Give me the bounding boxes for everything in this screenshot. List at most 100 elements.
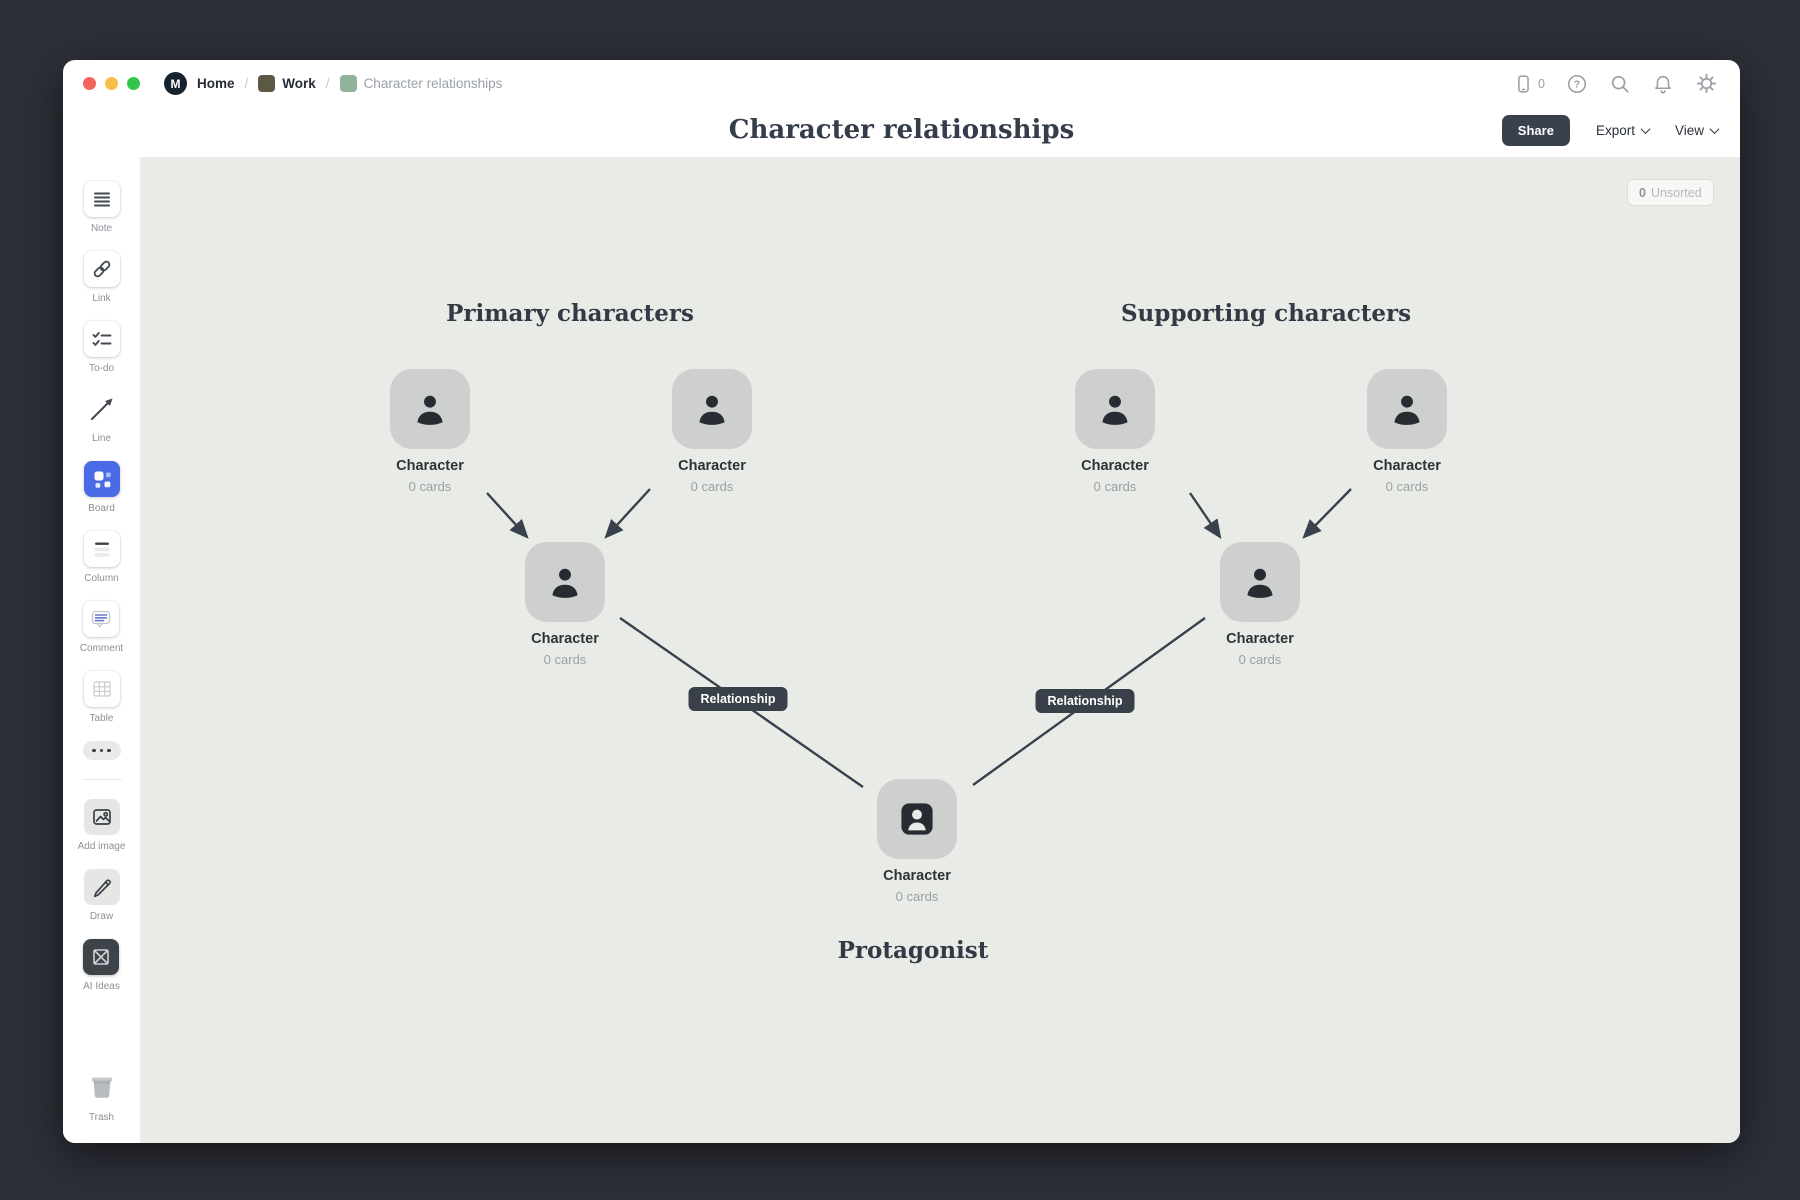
close-window-button[interactable] — [83, 77, 96, 90]
trash-icon — [84, 1070, 120, 1106]
person-icon — [1220, 542, 1300, 622]
board-canvas[interactable]: 0 Unsorted Primary characters Supporting… — [141, 157, 1740, 1143]
card-title[interactable]: Character — [1373, 458, 1441, 474]
breadcrumb-work[interactable]: Work — [258, 75, 316, 92]
topbar-icons: 0 ? — [1512, 60, 1718, 107]
character-card[interactable]: Character 0 cards — [1347, 369, 1467, 494]
character-card-protagonist[interactable]: Character 0 cards — [857, 779, 977, 904]
sidebar-item-todo[interactable]: To-do — [83, 321, 120, 374]
sidebar-item-ai-ideas[interactable]: AI Ideas — [83, 939, 120, 992]
character-card[interactable]: Character 0 cards — [505, 542, 625, 667]
page-title: Character relationships — [728, 115, 1075, 145]
tool-label: Column — [84, 573, 119, 584]
zoom-window-button[interactable] — [127, 77, 140, 90]
draw-icon — [83, 869, 120, 905]
export-menu-button[interactable]: Export — [1595, 123, 1651, 138]
window-chrome: M Home / Work / Character relationships … — [63, 60, 1740, 107]
add-image-icon — [83, 799, 120, 835]
breadcrumb-separator: / — [325, 76, 330, 91]
device-icon[interactable]: 0 — [1512, 73, 1545, 95]
search-icon[interactable] — [1609, 73, 1631, 95]
column-icon — [83, 531, 120, 567]
app-logo-icon[interactable]: M — [164, 72, 187, 95]
tool-sidebar: Note Link — [63, 157, 141, 1143]
tool-label: Board — [88, 503, 115, 514]
notifications-icon[interactable] — [1652, 73, 1674, 95]
breadcrumb-separator: / — [244, 76, 249, 91]
toolbar-divider — [81, 779, 122, 780]
person-icon — [525, 542, 605, 622]
card-count: 0 cards — [895, 889, 939, 904]
card-count: 0 cards — [408, 479, 452, 494]
card-count: 0 cards — [1385, 479, 1429, 494]
relationship-label[interactable]: Relationship — [688, 687, 788, 711]
sidebar-item-table[interactable]: Table — [83, 671, 120, 724]
heading-protagonist[interactable]: Protagonist — [837, 937, 989, 964]
tool-label: AI Ideas — [83, 981, 120, 992]
export-label: Export — [1595, 123, 1635, 138]
help-icon[interactable]: ? — [1566, 73, 1588, 95]
sidebar-item-add-image[interactable]: Add image — [78, 799, 125, 852]
breadcrumb-current[interactable]: Character relationships — [339, 75, 502, 92]
more-icon — [82, 741, 121, 760]
character-card[interactable]: Character 0 cards — [652, 369, 772, 494]
svg-text:?: ? — [1574, 79, 1580, 90]
card-title[interactable]: Character — [1081, 458, 1149, 474]
sidebar-item-line[interactable]: Line — [84, 391, 120, 444]
person-icon — [390, 369, 470, 449]
share-button[interactable]: Share — [1501, 115, 1570, 146]
tool-label: Trash — [88, 1112, 115, 1123]
app-body: Note Link — [63, 157, 1740, 1143]
note-icon — [83, 181, 120, 217]
breadcrumb-home[interactable]: Home — [197, 76, 235, 91]
board-swatch-icon — [258, 75, 276, 92]
tool-label: Note — [90, 223, 113, 234]
character-card[interactable]: Character 0 cards — [1055, 369, 1175, 494]
unsorted-label: Unsorted — [1650, 185, 1702, 200]
sidebar-item-trash[interactable]: Trash — [84, 1070, 120, 1123]
app-window: M Home / Work / Character relationships … — [63, 60, 1740, 1143]
sidebar-item-draw[interactable]: Draw — [83, 869, 120, 922]
connector-lines — [486, 488, 1352, 788]
person-icon — [1075, 369, 1155, 449]
view-menu-button[interactable]: View — [1674, 123, 1720, 138]
breadcrumb-work-label: Work — [282, 76, 316, 91]
board-icon — [83, 461, 120, 497]
minimize-window-button[interactable] — [105, 77, 118, 90]
sidebar-item-note[interactable]: Note — [83, 181, 120, 234]
sidebar-item-comment[interactable]: Comment — [80, 601, 123, 654]
heading-primary-characters[interactable]: Primary characters — [446, 300, 694, 327]
tool-label: Draw — [89, 911, 114, 922]
title-bar: Character relationships Share Export Vie… — [63, 107, 1740, 157]
settings-icon[interactable] — [1695, 72, 1718, 95]
card-title[interactable]: Character — [1226, 631, 1294, 647]
character-card[interactable]: Character 0 cards — [370, 369, 490, 494]
chevron-down-icon — [1709, 124, 1720, 135]
sidebar-item-more[interactable] — [82, 741, 121, 760]
relationship-label[interactable]: Relationship — [1035, 689, 1135, 713]
card-title[interactable]: Character — [396, 458, 464, 474]
card-title[interactable]: Character — [678, 458, 746, 474]
card-title[interactable]: Character — [883, 868, 951, 884]
view-label: View — [1674, 123, 1704, 138]
comment-icon — [83, 601, 120, 637]
card-title[interactable]: Character — [531, 631, 599, 647]
ai-ideas-icon — [83, 939, 120, 975]
tool-label: Line — [92, 433, 111, 444]
person-icon — [672, 369, 752, 449]
unsorted-count: 0 — [1639, 185, 1646, 200]
unsorted-badge[interactable]: 0 Unsorted — [1627, 179, 1714, 206]
line-icon — [84, 391, 120, 427]
heading-supporting-characters[interactable]: Supporting characters — [1120, 300, 1412, 327]
sidebar-item-link[interactable]: Link — [83, 251, 120, 304]
card-count: 0 cards — [690, 479, 734, 494]
tool-label: Comment — [79, 643, 124, 654]
character-card[interactable]: Character 0 cards — [1200, 542, 1320, 667]
breadcrumb-home-label: Home — [197, 76, 235, 91]
table-icon — [83, 671, 120, 707]
link-icon — [83, 251, 120, 287]
tool-label: Link — [92, 293, 111, 304]
sidebar-item-column[interactable]: Column — [83, 531, 120, 584]
card-count: 0 cards — [1093, 479, 1137, 494]
sidebar-item-board[interactable]: Board — [83, 461, 120, 514]
